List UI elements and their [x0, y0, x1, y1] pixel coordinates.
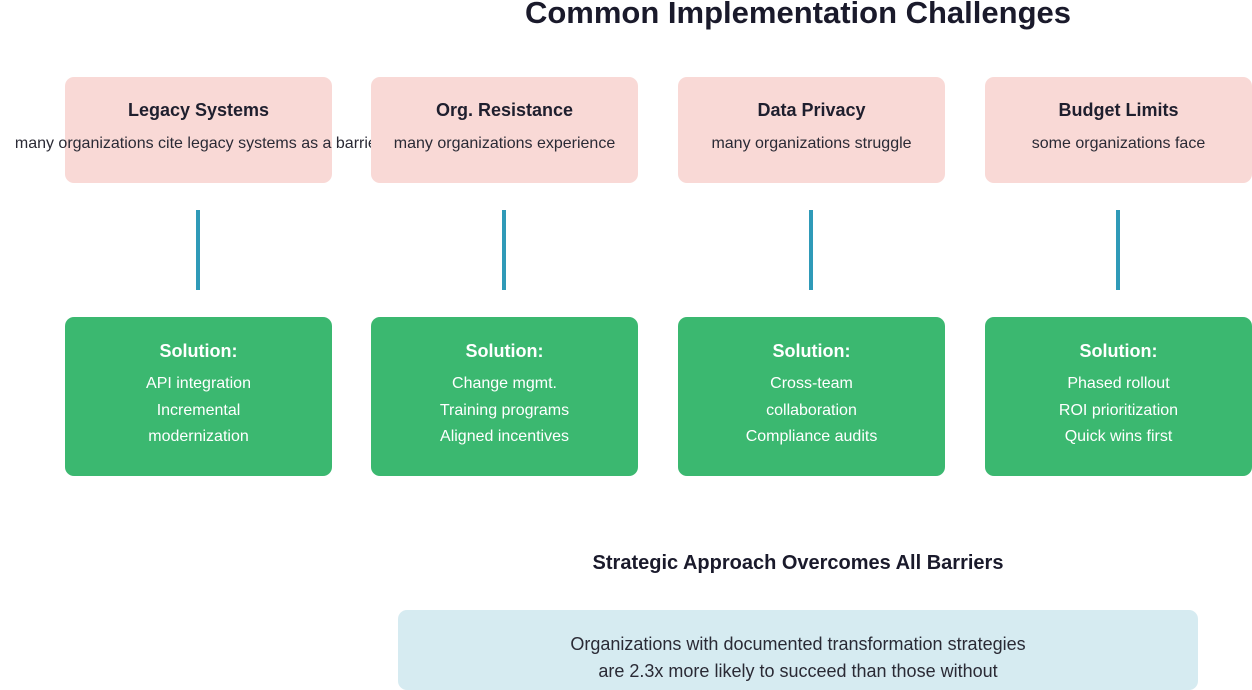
- connector-line: [1116, 210, 1120, 290]
- challenge-description: many organizations struggle: [711, 135, 912, 152]
- challenge-box: [985, 77, 1252, 183]
- solution-title: Solution:: [772, 341, 851, 361]
- solution-line: Incremental: [156, 401, 241, 419]
- challenge-title: Budget Limits: [1058, 100, 1179, 120]
- challenge-box: [371, 77, 638, 183]
- challenge-column-org-resistance: Org. Resistance many organizations exper…: [371, 0, 638, 690]
- solution-list: API integration Incremental modernizatio…: [65, 371, 332, 451]
- challenge-box: [65, 77, 332, 183]
- solution-line: Quick wins first: [1064, 428, 1173, 446]
- challenge-title: Data Privacy: [757, 100, 866, 120]
- connector-line: [502, 210, 506, 290]
- solution-title: Solution:: [1079, 341, 1158, 361]
- challenge-description: some organizations face: [1031, 135, 1206, 152]
- challenge-description: many organizations experience: [393, 135, 616, 152]
- strategy-callout-box: [398, 610, 1198, 690]
- solution-line: collaboration: [766, 401, 857, 419]
- solution-line: ROI prioritization: [1058, 401, 1179, 419]
- challenge-column-budget-limits: Budget Limits some organizations face So…: [985, 0, 1252, 690]
- solution-box: [65, 317, 332, 476]
- solution-line: Phased rollout: [1067, 375, 1170, 392]
- solution-title: Solution:: [465, 341, 544, 361]
- solution-line: Compliance audits: [745, 428, 878, 446]
- solution-line: Change mgmt.: [452, 375, 557, 392]
- solution-box: [985, 317, 1252, 476]
- solution-line: Training programs: [439, 401, 570, 419]
- solution-list: Cross-team collaboration Compliance audi…: [678, 371, 945, 451]
- strategy-heading: Strategic Approach Overcomes All Barrier…: [592, 552, 1004, 574]
- diagram-title: Common Implementation Challenges: [524, 0, 1071, 30]
- strategy-line: Organizations with documented transforma…: [570, 634, 1026, 654]
- solution-line: Cross-team: [770, 375, 853, 392]
- challenge-title: Legacy Systems: [127, 100, 270, 120]
- connector-line: [196, 210, 200, 290]
- solution-line: modernization: [148, 428, 249, 446]
- challenge-description: many organizations cite legacy systems a…: [14, 135, 383, 152]
- challenge-box: [678, 77, 945, 183]
- strategy-line: are 2.3x more likely to succeed than tho…: [598, 661, 998, 681]
- connector-line: [809, 210, 813, 290]
- solution-box: [678, 317, 945, 476]
- solution-list: Phased rollout ROI prioritization Quick …: [985, 371, 1252, 451]
- challenge-column-data-privacy: Data Privacy many organizations struggle…: [678, 0, 945, 690]
- solution-list: Change mgmt. Training programs Aligned i…: [371, 371, 638, 451]
- challenge-title: Org. Resistance: [435, 100, 574, 120]
- solution-box: [371, 317, 638, 476]
- solution-line: Aligned incentives: [440, 428, 569, 446]
- solution-title: Solution:: [159, 341, 238, 361]
- solution-line: API integration: [146, 375, 251, 392]
- challenge-column-legacy-systems: Legacy Systems many organizations cite l…: [15, 0, 382, 690]
